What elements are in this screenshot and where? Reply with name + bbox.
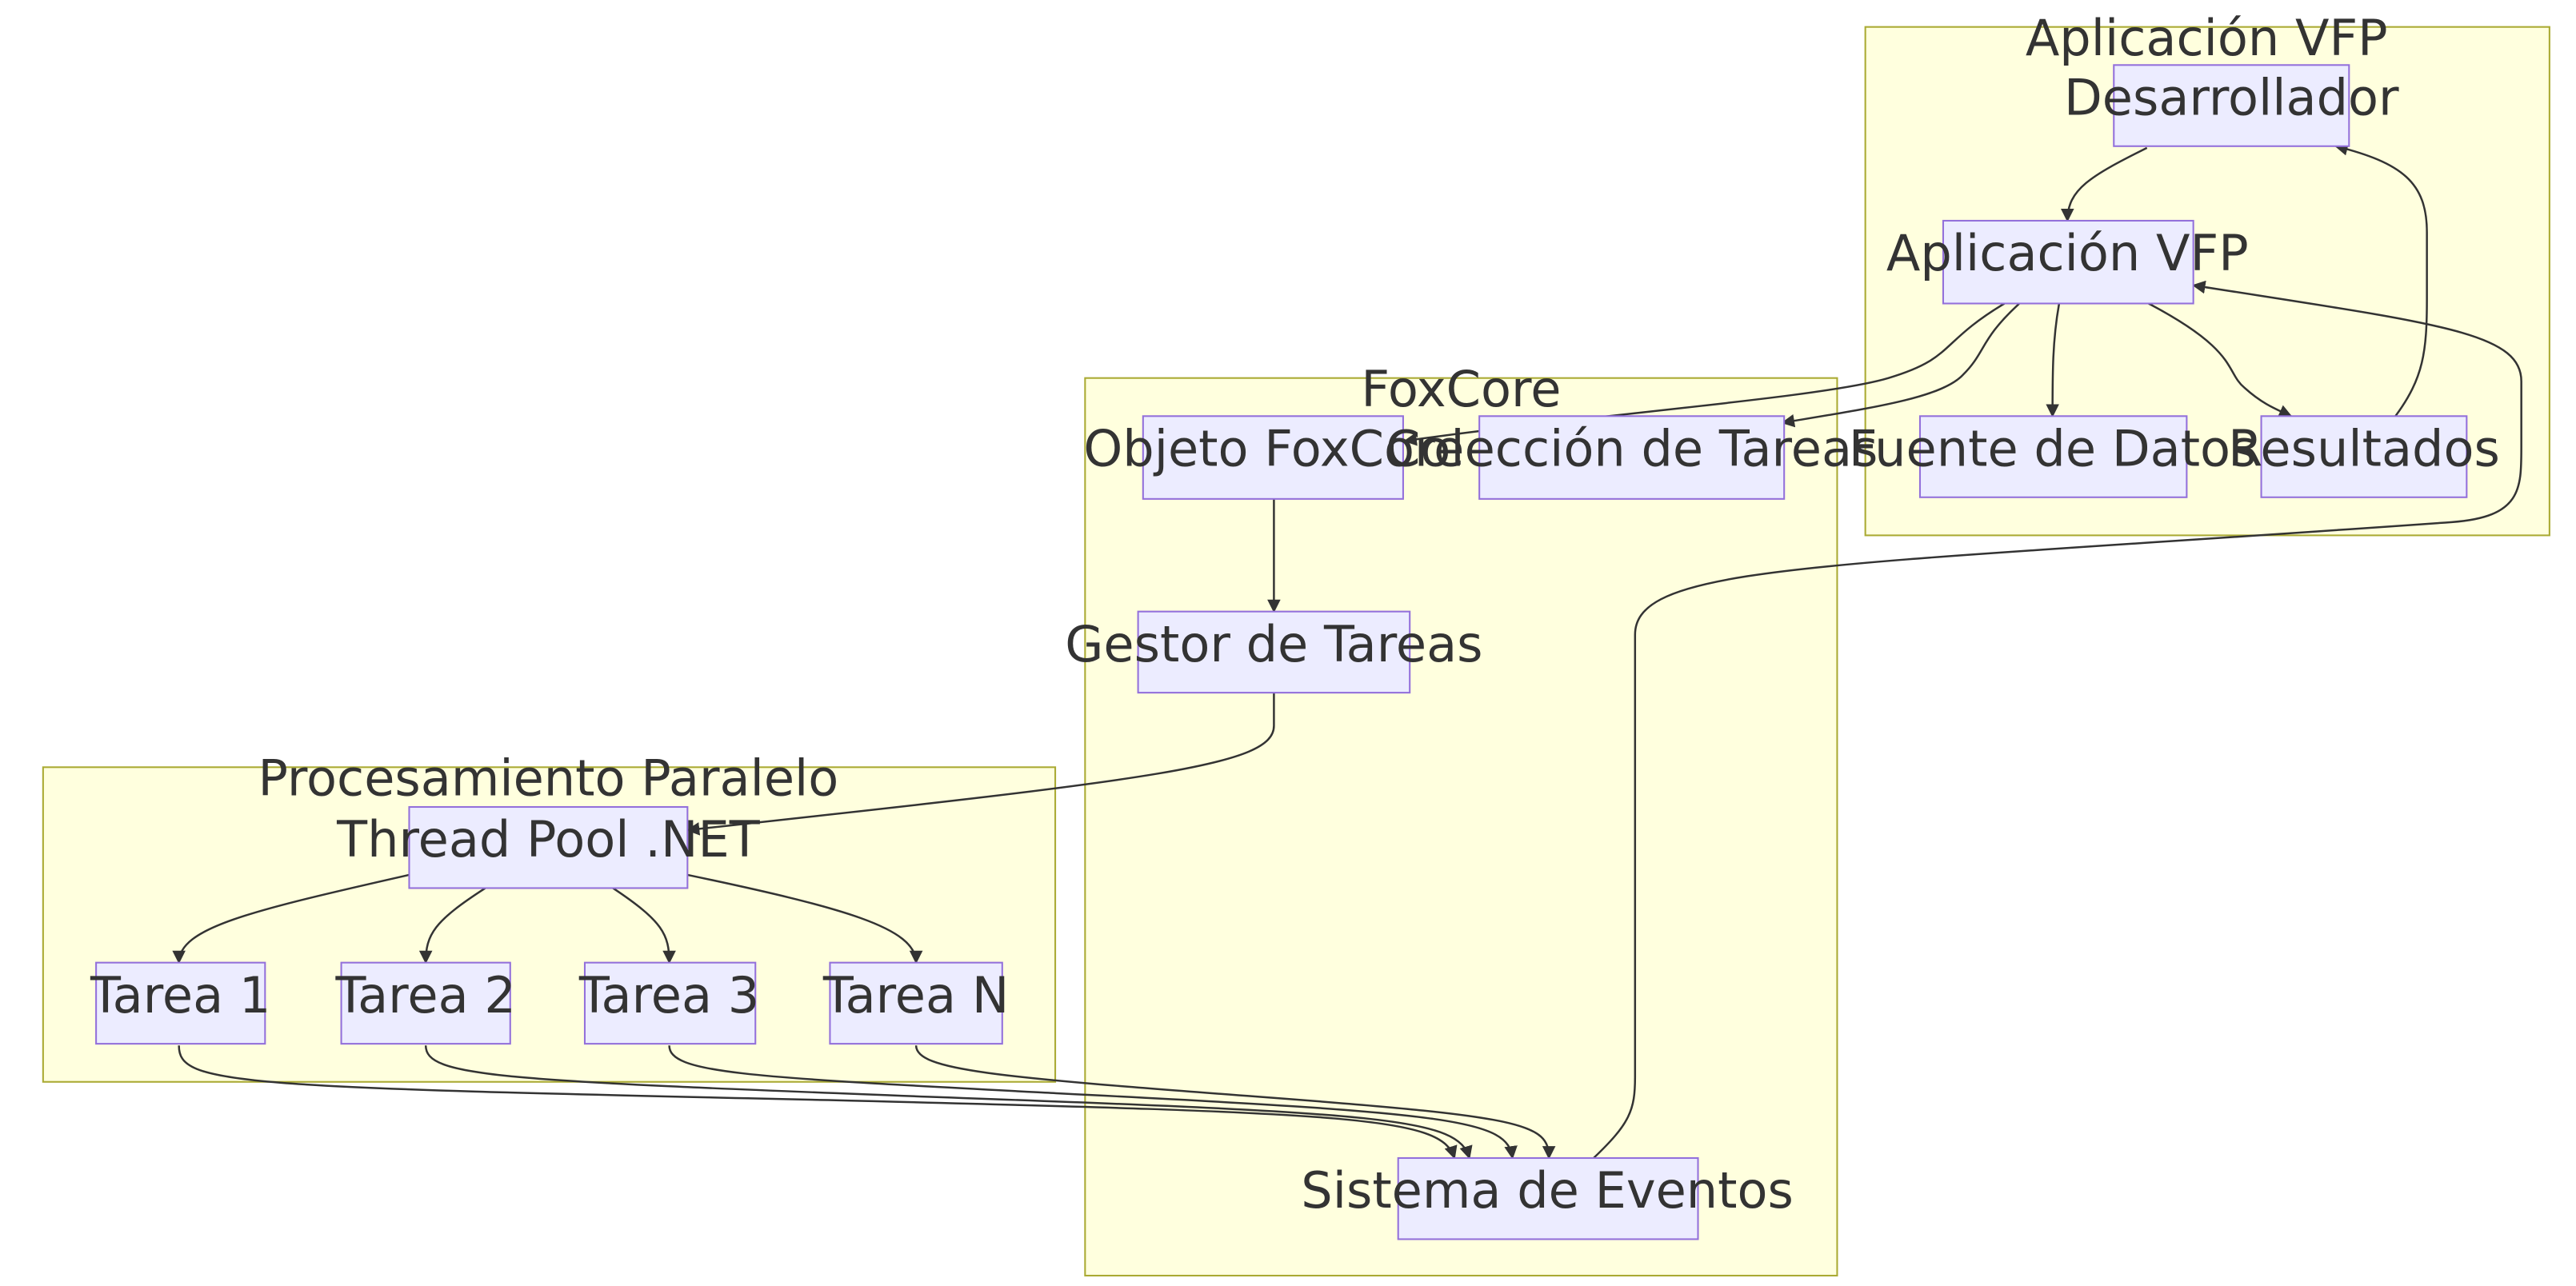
node-tarea-n-label: Tarea N <box>822 966 1009 1024</box>
edge-app-resultados <box>2148 302 2293 417</box>
cluster-vfp-label: Aplicación VFP <box>2026 9 2388 67</box>
node-coleccion-tareas[interactable]: Colección de Tareas <box>1386 415 1878 500</box>
edges <box>172 142 2522 1160</box>
node-app-vfp-label: Aplicación VFP <box>1886 224 2249 282</box>
node-fuente-datos-label: Fuente de Datos <box>1849 419 2257 477</box>
edge-threadpool-tarean <box>687 873 923 964</box>
node-desarrollador[interactable]: Desarrollador <box>2064 64 2399 147</box>
node-thread-pool-label: Thread Pool .NET <box>336 810 761 869</box>
node-thread-pool[interactable]: Thread Pool .NET <box>336 805 761 889</box>
edge-app-coleccion <box>1781 302 2021 428</box>
cluster-foxcore-box <box>1084 377 1838 1277</box>
node-coleccion-tareas-label: Colección de Tareas <box>1386 419 1878 477</box>
node-desarrollador-label: Desarrollador <box>2064 68 2399 126</box>
node-tarea-2[interactable]: Tarea 2 <box>334 961 516 1045</box>
edge-tarean-eventos <box>914 1045 1556 1160</box>
node-tarea-2-label: Tarea 2 <box>334 966 515 1024</box>
edge-eventos-app <box>1593 280 2522 1159</box>
node-resultados[interactable]: Resultados <box>2228 415 2500 498</box>
node-sistema-eventos-label: Sistema de Eventos <box>1301 1161 1794 1220</box>
node-tarea-1-label: Tarea 1 <box>90 966 270 1024</box>
node-tarea-n[interactable]: Tarea N <box>822 961 1009 1045</box>
node-gestor-tareas-label: Gestor de Tareas <box>1065 615 1482 673</box>
edge-app-fuente <box>2046 303 2061 417</box>
node-resultados-label: Resultados <box>2228 419 2500 477</box>
edge-tarea2-eventos <box>424 1045 1473 1160</box>
cluster-parallel-label: Procesamiento Paralelo <box>258 749 839 808</box>
node-app-vfp[interactable]: Aplicación VFP <box>1886 219 2249 305</box>
cluster-foxcore-label: FoxCore <box>1361 360 1561 418</box>
cluster-foxcore: FoxCore <box>1084 360 1838 1277</box>
node-objeto-foxcore-label: Objeto FoxCore <box>1083 419 1464 477</box>
node-tarea-1[interactable]: Tarea 1 <box>90 961 270 1045</box>
node-tarea-3-label: Tarea 3 <box>578 966 759 1024</box>
edge-tarea1-eventos <box>178 1045 1458 1160</box>
node-fuente-datos[interactable]: Fuente de Datos <box>1849 415 2257 498</box>
edge-desarrollador-app <box>2061 146 2148 222</box>
edge-resultados-desarrollador <box>2334 142 2428 417</box>
node-tarea-3[interactable]: Tarea 3 <box>578 961 759 1045</box>
node-objeto-foxcore[interactable]: Objeto FoxCore <box>1083 415 1464 500</box>
node-gestor-tareas[interactable]: Gestor de Tareas <box>1065 610 1483 694</box>
edge-threadpool-tarea3 <box>612 887 676 964</box>
edge-gestor-threadpool <box>686 693 1275 836</box>
edge-tarea3-eventos <box>668 1045 1518 1160</box>
node-sistema-eventos[interactable]: Sistema de Eventos <box>1301 1156 1794 1240</box>
edge-threadpool-tarea2 <box>418 887 486 964</box>
edge-threadpool-tarea1 <box>172 873 410 964</box>
